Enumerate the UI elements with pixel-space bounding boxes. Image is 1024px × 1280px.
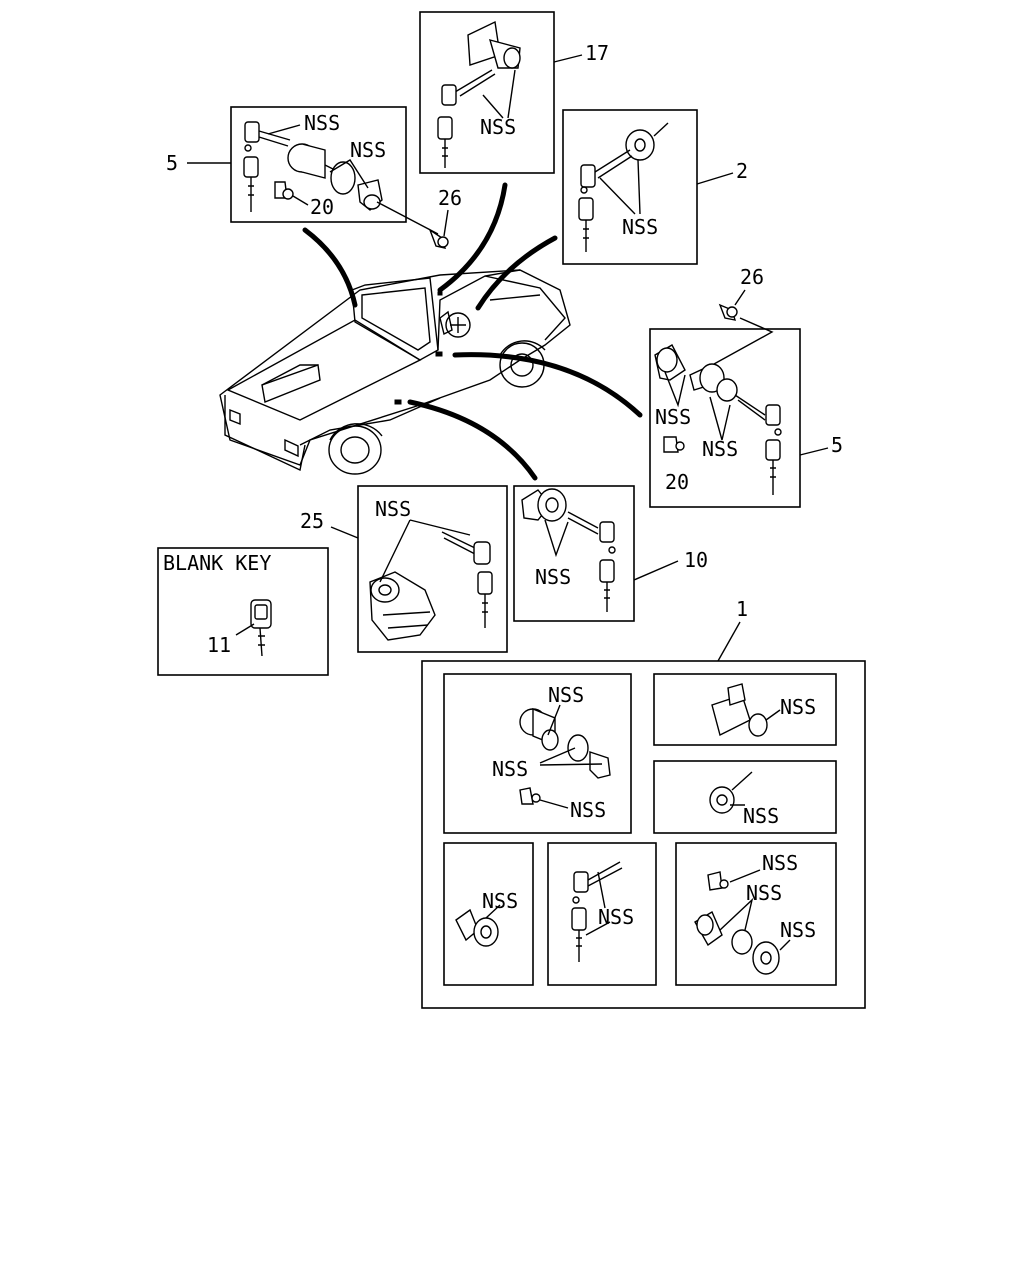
part-box-blank-key xyxy=(157,547,329,676)
nss-label-kit-a2: NSS xyxy=(492,757,528,781)
kit-box-1 xyxy=(421,621,866,1009)
nss-label-kit-f3: NSS xyxy=(780,918,816,942)
nss-label-17: NSS xyxy=(480,115,516,139)
callout-1: 1 xyxy=(736,597,748,621)
nss-label-25: NSS xyxy=(375,497,411,521)
part-box-5-left xyxy=(187,106,439,235)
nss-label-2: NSS xyxy=(622,215,658,239)
part-box-2 xyxy=(562,109,734,265)
part-box-25 xyxy=(330,485,508,653)
bolt-26-left xyxy=(428,209,449,249)
location-leader-lines xyxy=(302,182,643,481)
nss-label-kit-a1: NSS xyxy=(548,683,584,707)
part-box-10 xyxy=(513,485,679,622)
callout-5-left: 5 xyxy=(166,151,178,175)
callout-2: 2 xyxy=(736,159,748,183)
nss-label-kit-f2: NSS xyxy=(746,881,782,905)
bolt-26-right xyxy=(718,289,746,321)
nss-label-kit-a3: NSS xyxy=(570,798,606,822)
blank-key-title: BLANK KEY xyxy=(163,551,271,575)
callout-5-right: 5 xyxy=(831,433,843,457)
callout-25: 25 xyxy=(300,509,324,533)
callout-10: 10 xyxy=(684,548,708,572)
part-box-17 xyxy=(419,11,583,174)
pickup-truck-illustration xyxy=(219,269,571,475)
part-box-5-right xyxy=(649,317,829,508)
callout-26-right: 26 xyxy=(740,265,764,289)
nss-label-5-left-b: NSS xyxy=(350,138,386,162)
callout-20-left: 20 xyxy=(310,195,334,219)
callout-11: 11 xyxy=(207,633,231,657)
nss-label-kit-c: NSS xyxy=(743,804,779,828)
nss-label-kit-d: NSS xyxy=(482,889,518,913)
nss-label-kit-e: NSS xyxy=(598,905,634,929)
nss-label-10: NSS xyxy=(535,565,571,589)
nss-label-kit-b: NSS xyxy=(780,695,816,719)
nss-label-5-right-a: NSS xyxy=(655,405,691,429)
callout-26-left: 26 xyxy=(438,186,462,210)
nss-label-5-left-a: NSS xyxy=(304,111,340,135)
callout-17: 17 xyxy=(585,41,609,65)
nss-label-5-right-b: NSS xyxy=(702,437,738,461)
callout-20-right: 20 xyxy=(665,470,689,494)
nss-label-kit-f1: NSS xyxy=(762,851,798,875)
